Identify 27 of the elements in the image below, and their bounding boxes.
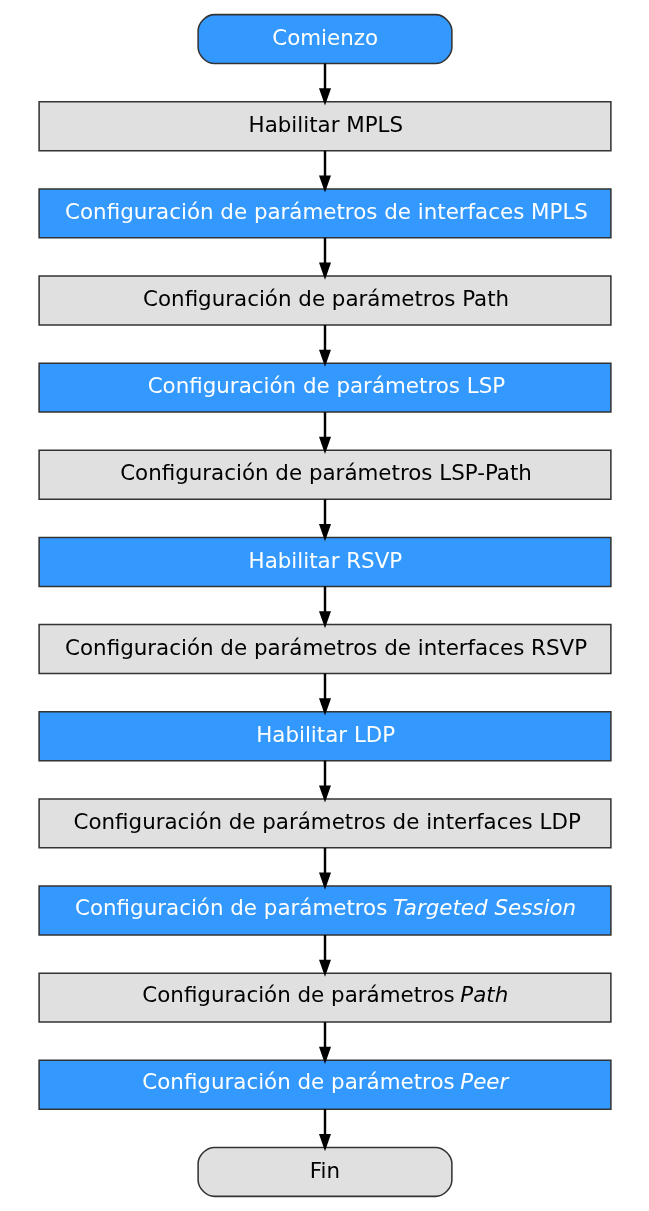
node-box: Configuración de parámetros de interfaces MPLS xyxy=(37,188,612,239)
arrow xyxy=(318,63,331,106)
node-box: Configuración de parámetros de interfaces RSVP xyxy=(37,623,612,675)
node-box: Fin xyxy=(196,1146,453,1198)
arrow xyxy=(318,499,331,542)
node-box: Habilitar RSVP xyxy=(37,536,612,588)
node-box: Habilitar MPLS xyxy=(37,101,612,152)
arrow xyxy=(318,1022,331,1064)
arrow xyxy=(318,935,331,977)
node-box: Configuración de parámetros Targeted Session xyxy=(37,885,612,936)
node-box: Configuración de parámetros LSP xyxy=(37,362,612,413)
node-box: Configuración de parámetros LSP-Path xyxy=(37,449,612,500)
arrow xyxy=(318,673,331,716)
arrow xyxy=(318,412,331,454)
arrow xyxy=(318,760,331,803)
node-box: Configuración de parámetros Path xyxy=(37,275,612,326)
node-box: Configuración de parámetros Peer xyxy=(37,1059,612,1110)
arrow xyxy=(318,325,331,367)
arrow xyxy=(318,150,331,193)
arrow xyxy=(318,847,331,890)
node-box: Configuración de parámetros Path xyxy=(37,972,612,1023)
node-box: Habilitar LDP xyxy=(37,711,612,762)
node-box: Configuración de parámetros de interfaces LDP xyxy=(37,798,612,849)
arrow xyxy=(318,1109,331,1152)
node-box: Comienzo xyxy=(196,13,453,65)
arrow xyxy=(318,586,331,629)
arrow xyxy=(318,237,331,280)
